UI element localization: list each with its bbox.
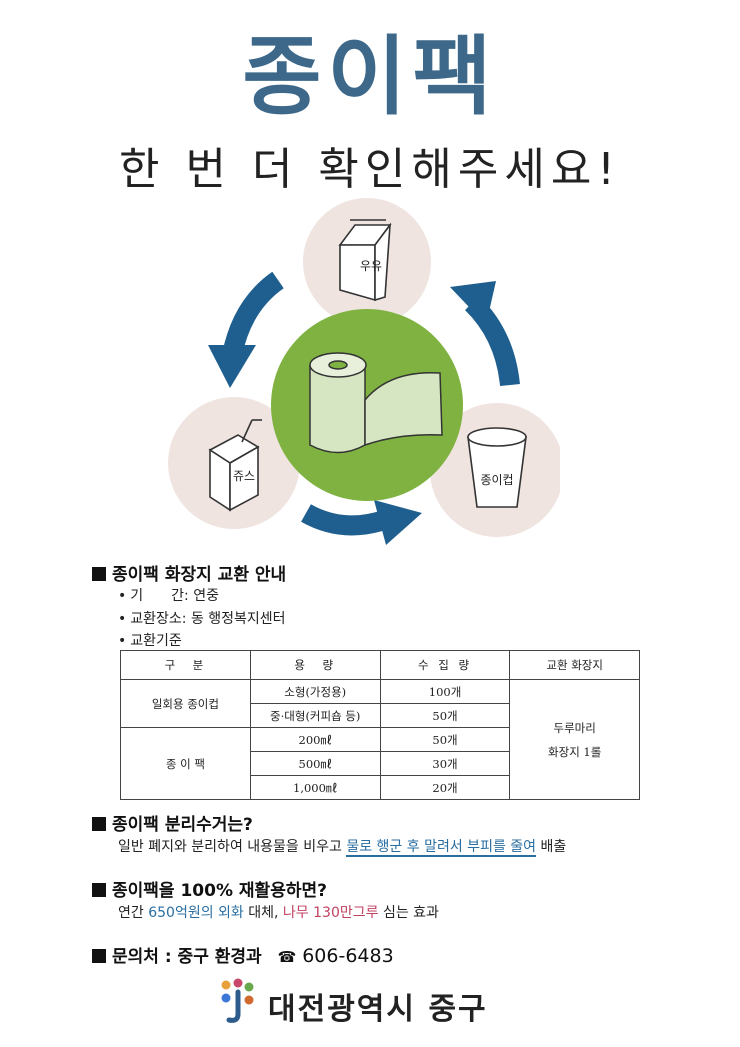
recycle-highlight-trees: 나무 130만그루: [282, 905, 379, 921]
table-cell: 1,000㎖: [249, 775, 381, 800]
table-cell: 200㎖: [249, 727, 381, 752]
table-reward-cell: 두루마리 화장지 1롤: [509, 679, 640, 800]
contact-heading: 문의처 : 중구 환경과 ☎ 606-6483: [92, 942, 394, 967]
table-header-row: 구 분 용 량 수 집 량 교환 화장지: [120, 650, 640, 680]
table-cell: 50개: [379, 727, 511, 752]
arrow-left-icon: [208, 271, 284, 388]
juice-box-icon: [208, 419, 262, 512]
exchange-heading: 종이팩 화장지 교환 안내: [92, 560, 286, 585]
table-group-label: 일회용 종이컵: [120, 679, 251, 728]
square-bullet-icon: [92, 883, 106, 897]
square-bullet-icon: [92, 817, 106, 831]
table-cell: 30개: [379, 751, 511, 776]
exchange-period: •기 간: 연중: [118, 588, 219, 604]
table-cell: 소형(가정용): [249, 679, 381, 704]
recycle-heading: 종이팩을 100% 재활용하면?: [92, 876, 327, 901]
reward-line: 화장지 1롤: [548, 744, 602, 759]
separation-highlight: 물로 행군 후 말려서 부피를 줄여: [346, 839, 537, 857]
district-logo-icon: [221, 978, 254, 1023]
arrow-right-icon: [450, 281, 520, 387]
table-row: 일회용 종이컵 소형(가정용) 100개 두루마리 화장지 1롤: [120, 679, 640, 800]
arrow-bottom-icon: [301, 500, 422, 545]
paper-cup-icon: [467, 427, 527, 508]
table-header: 교환 화장지: [509, 650, 640, 680]
milk-carton-icon: [338, 219, 392, 302]
page-title: 종이팩: [242, 27, 498, 127]
separation-heading: 종이팩 분리수거는?: [92, 810, 253, 835]
table-row: 중·대형(커피숍 등) 50개: [121, 703, 640, 728]
table-cell: 100개: [379, 679, 511, 704]
milk-label: 우유: [360, 259, 382, 273]
table-group-label: 종 이 팩: [120, 727, 251, 800]
org-logo: 대전광역시 중구: [218, 978, 538, 1028]
table-row: 종 이 팩 200㎖ 50개: [120, 727, 640, 800]
recycling-diagram: 우유 쥬스 종이컵: [168, 198, 560, 545]
exchange-place: •교환장소: 동 행정복지센터: [118, 611, 286, 627]
org-name: 대전광역시 중구: [268, 992, 488, 1027]
phone-icon: ☎: [277, 948, 297, 966]
exchange-criteria: •교환기준: [118, 633, 182, 649]
square-bullet-icon: [92, 567, 106, 581]
table-cell: 500㎖: [249, 751, 381, 776]
separation-text: 일반 폐지와 분리하여 내용물을 비우고 물로 행군 후 말려서 부피를 줄여 …: [118, 839, 567, 857]
table-cell: 중·대형(커피숍 등): [249, 703, 381, 728]
recycle-highlight-money: 650억원의 외화: [148, 905, 244, 921]
toilet-paper-icon: [309, 352, 443, 454]
square-bullet-icon: [92, 949, 106, 963]
cup-label: 종이컵: [480, 473, 513, 487]
table-cell: 20개: [379, 775, 511, 800]
table-header: 구 분: [120, 650, 251, 680]
table-cell: 50개: [379, 703, 511, 728]
reward-line: 두루마리: [553, 720, 596, 735]
exchange-table: 구 분 용 량 수 집 량 교환 화장지 일회용 종이컵 소형(가정용) 100…: [120, 650, 640, 800]
juice-label: 쥬스: [233, 469, 255, 483]
table-header: 용 량: [249, 650, 381, 680]
table-header: 수 집 량: [379, 650, 511, 680]
page-subtitle: 한 번 더 확인해주세요!: [119, 144, 621, 195]
phone-number: 606-6483: [302, 945, 394, 967]
table-row: 1,000㎖ 20개: [121, 775, 640, 800]
recycle-text: 연간 650억원의 외화 대체, 나무 130만그루 심는 효과: [118, 905, 439, 921]
